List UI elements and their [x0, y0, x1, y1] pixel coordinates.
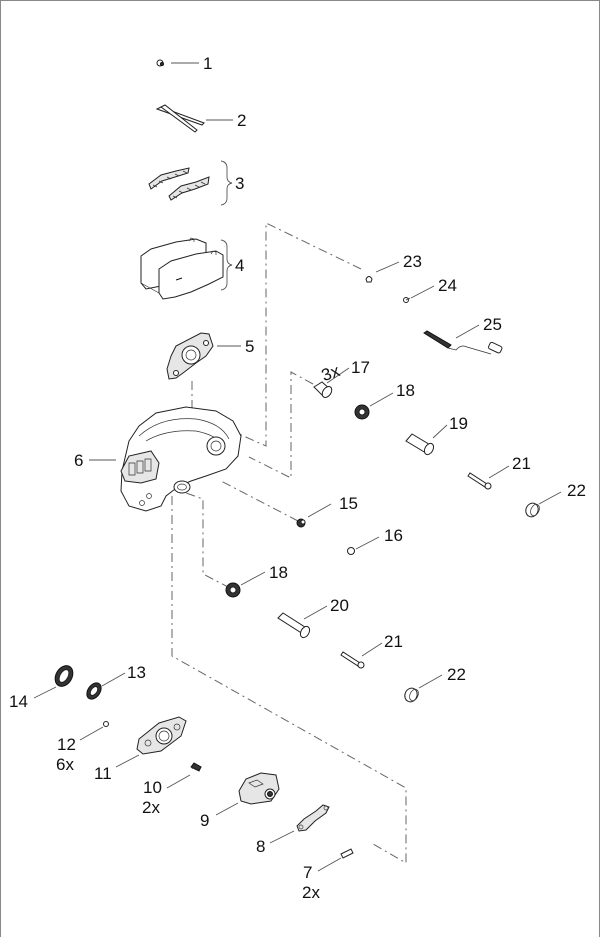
part-5[interactable] [166, 332, 214, 380]
part-9[interactable] [238, 772, 280, 805]
callout-19: 19 [449, 414, 468, 433]
part-21-lower[interactable] [340, 651, 365, 669]
callout-1: 1 [203, 54, 212, 73]
callout-21-lower: 21 [384, 632, 403, 651]
callout-21-upper: 21 [512, 454, 531, 473]
part-13[interactable] [84, 680, 104, 702]
part-15[interactable] [296, 518, 306, 528]
part-8[interactable] [296, 804, 330, 832]
assembly-line-plug [220, 480, 299, 522]
assembly-line-bushing [248, 371, 314, 479]
part-1[interactable] [156, 59, 164, 67]
callout-13: 13 [127, 663, 146, 682]
callout-11: 11 [94, 764, 112, 783]
assembly-line-boot [185, 492, 231, 589]
callout-2: 2 [237, 111, 246, 130]
callout-7: 7 [303, 863, 312, 882]
part-10[interactable] [190, 762, 202, 772]
leaders [33, 62, 562, 872]
callout-10-qty: 2x [142, 798, 160, 817]
part-19[interactable] [405, 433, 435, 456]
callout-18-lower: 18 [269, 563, 288, 582]
callout-22-lower: 22 [447, 665, 466, 684]
part-25[interactable] [423, 330, 503, 355]
part-11[interactable] [136, 716, 187, 755]
part-21-upper[interactable] [467, 472, 492, 490]
callout-14: 14 [9, 692, 28, 711]
part-4[interactable] [140, 237, 224, 300]
part-22-upper[interactable] [524, 501, 542, 519]
part-18-lower[interactable] [225, 582, 241, 598]
callout-12: 12 [57, 735, 76, 754]
callout-16: 16 [384, 526, 403, 545]
assembly-line-upper [238, 222, 362, 447]
callout-3: 3 [235, 174, 244, 193]
part-18-upper[interactable] [354, 404, 370, 420]
callout-labels: 1 2 3 4 5 6 7 2x 8 9 10 2x 11 12 6x 13 1… [9, 54, 586, 902]
callout-7-qty: 2x [302, 883, 320, 902]
part-3[interactable] [148, 167, 210, 201]
part-12[interactable] [103, 721, 109, 727]
callout-12-qty: 6x [56, 755, 74, 774]
part-22-lower[interactable] [403, 686, 421, 704]
part-2[interactable] [155, 104, 205, 133]
callout-15: 15 [339, 494, 358, 513]
callout-23: 23 [403, 252, 422, 271]
assembly-lines [171, 222, 407, 864]
part-23[interactable] [365, 276, 373, 283]
callout-24: 24 [438, 276, 457, 295]
callout-25: 25 [483, 315, 502, 334]
callout-6: 6 [74, 451, 83, 470]
callout-5: 5 [245, 337, 254, 356]
assembly-line-lower [171, 496, 407, 864]
part-14[interactable] [52, 662, 77, 689]
callout-4: 4 [235, 256, 244, 275]
part-20[interactable] [277, 612, 311, 639]
callout-17: 17 [351, 358, 370, 377]
callout-18-upper: 18 [396, 381, 415, 400]
part-6[interactable] [120, 406, 242, 512]
part-17[interactable] [313, 381, 334, 399]
callout-22-upper: 22 [567, 481, 586, 500]
callout-8: 8 [256, 837, 265, 856]
part-7[interactable] [340, 848, 354, 859]
callout-20: 20 [330, 596, 349, 615]
callout-10: 10 [143, 778, 162, 797]
part-24[interactable] [403, 297, 411, 303]
part-16[interactable] [347, 547, 355, 555]
callout-17-qty: 3x [319, 361, 343, 385]
callout-9: 9 [200, 811, 209, 830]
